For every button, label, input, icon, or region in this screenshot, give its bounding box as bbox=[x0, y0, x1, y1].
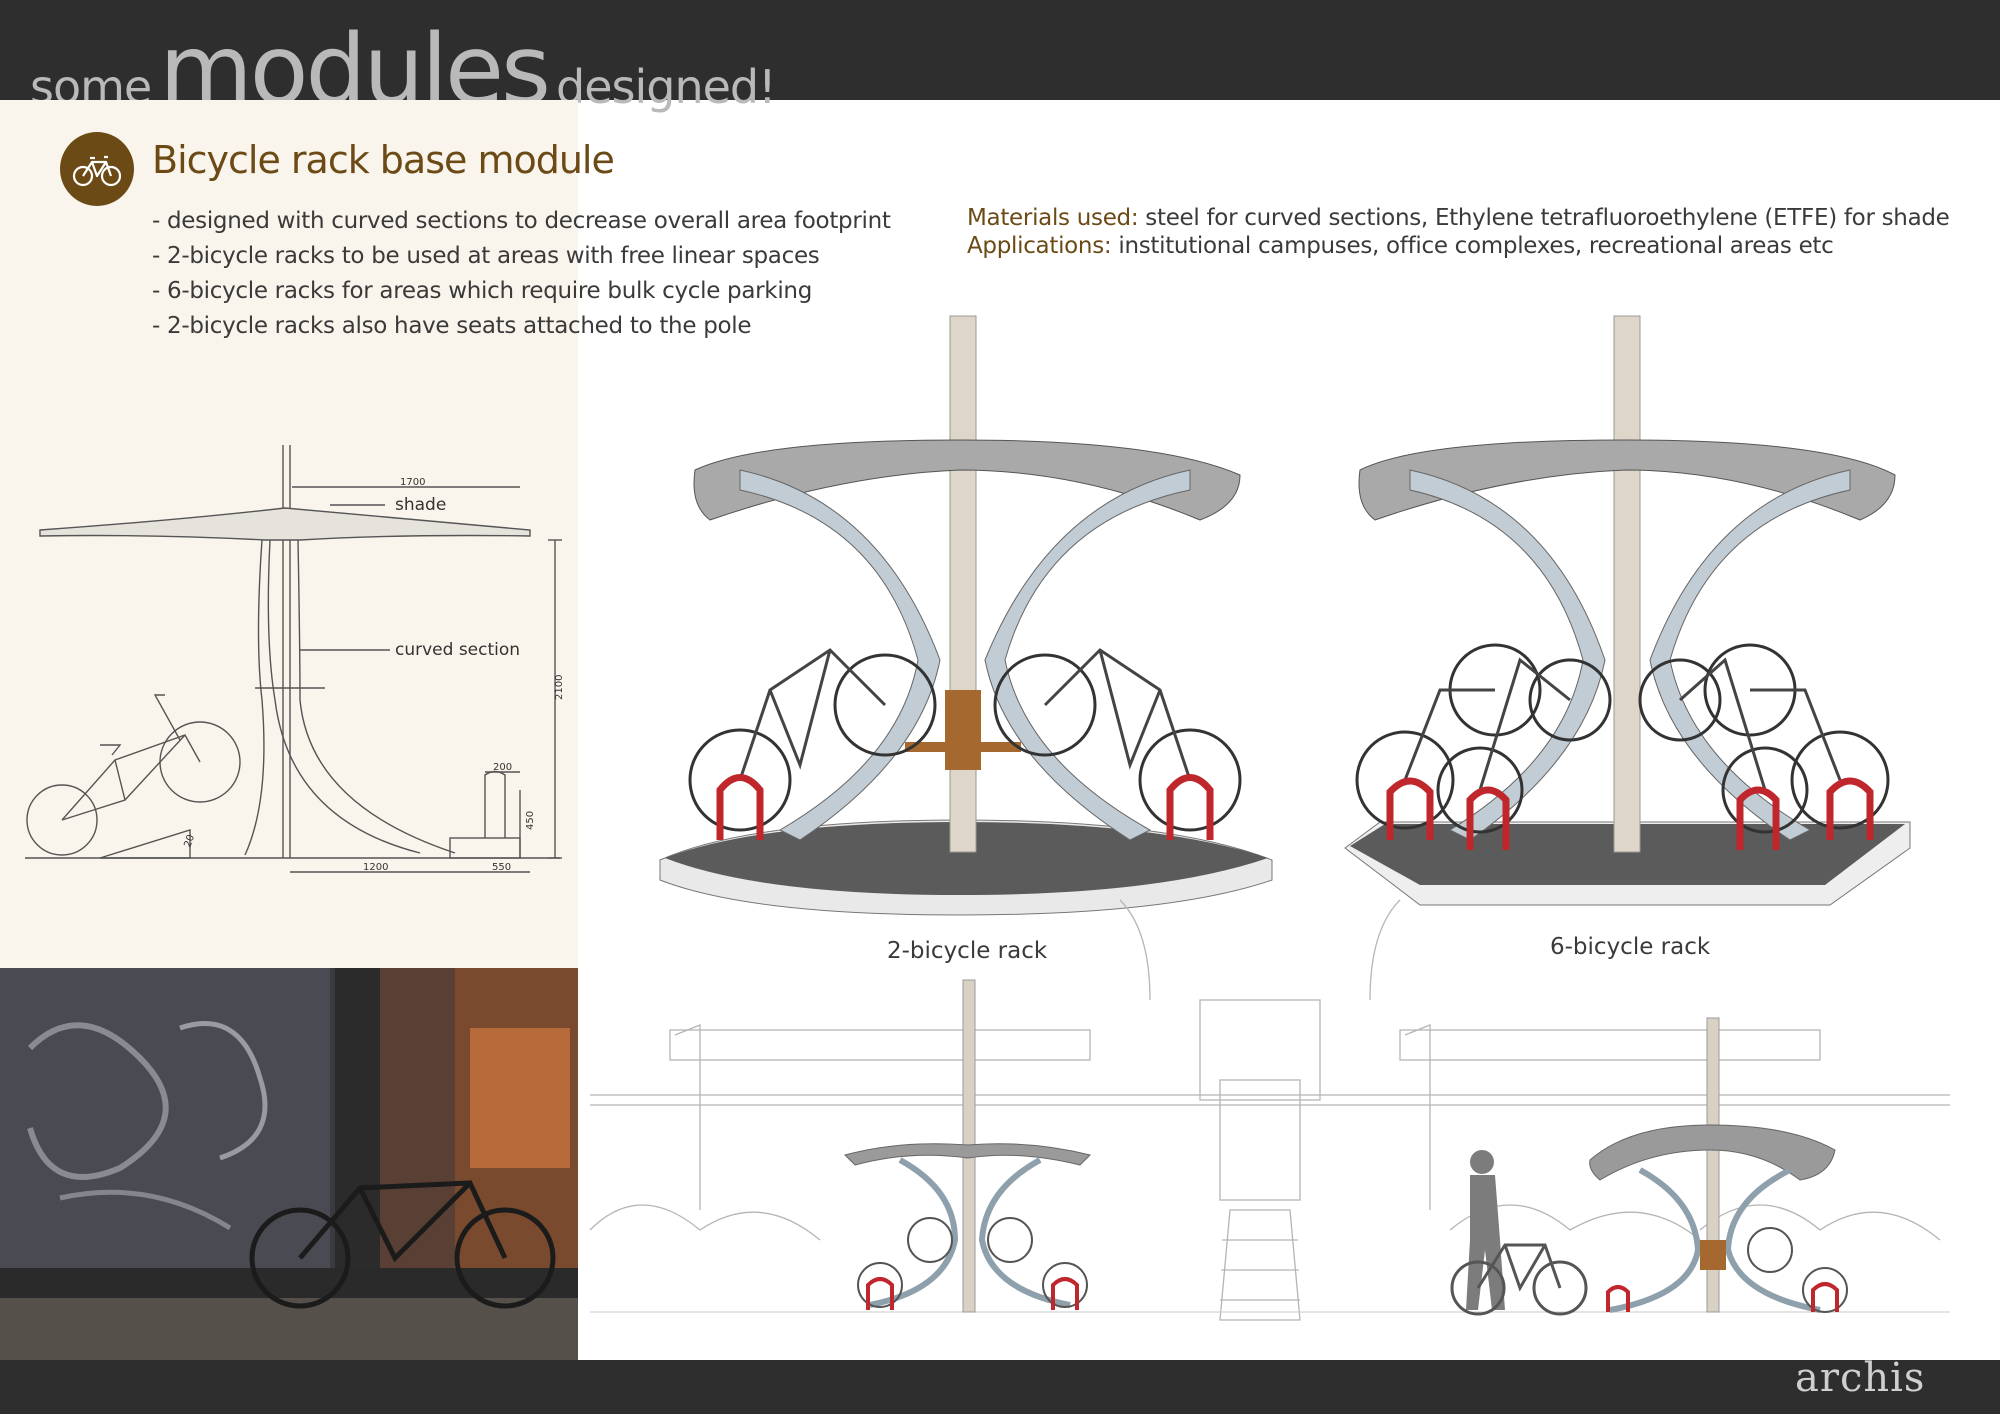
header-bar bbox=[0, 0, 2000, 100]
feature-item: - 2-bicycle racks to be used at areas wi… bbox=[152, 243, 820, 269]
dim-2100: 2100 bbox=[554, 675, 565, 700]
curved-section bbox=[267, 539, 421, 854]
shade-canopy bbox=[39, 507, 531, 541]
feature-list: - designed with curved sections to decre… bbox=[152, 204, 891, 344]
dim-200: 200 bbox=[493, 762, 512, 773]
applications-value: institutional campuses, office complexes… bbox=[1111, 233, 1834, 259]
feature-item: - 2-bicycle racks also have seats attach… bbox=[152, 313, 752, 339]
dim-550: 550 bbox=[492, 862, 511, 873]
dim-1700: 1700 bbox=[400, 477, 425, 488]
dim-20: 20 bbox=[182, 833, 197, 849]
six-rack-caption: 6-bicycle rack bbox=[1550, 934, 1711, 960]
street-photo bbox=[0, 968, 578, 1360]
two-rack-caption: 2-bicycle rack bbox=[887, 938, 1048, 964]
materials-value: steel for curved sections, Ethylene tetr… bbox=[1138, 205, 1950, 231]
bicycle-icon bbox=[72, 155, 122, 187]
feature-item: - designed with curved sections to decre… bbox=[152, 208, 891, 234]
footer-bar bbox=[0, 1360, 2000, 1414]
bicycle-badge bbox=[60, 132, 134, 206]
drawing-bicycle bbox=[26, 784, 98, 856]
materials-label: Materials used: bbox=[967, 205, 1139, 231]
shade-label: shade bbox=[395, 495, 446, 515]
materials-info: Materials used: steel for curved section… bbox=[967, 204, 1950, 260]
applications-label: Applications: bbox=[967, 233, 1112, 259]
heading-word-designed: designed! bbox=[556, 60, 777, 114]
technical-drawing: shade curved section 1700 2100 200 450 1… bbox=[25, 445, 565, 873]
feature-item: - 6-bicycle racks for areas which requir… bbox=[152, 278, 812, 304]
dim-450: 450 bbox=[525, 811, 536, 830]
dim-1200: 1200 bbox=[363, 862, 388, 873]
module-title: Bicycle rack base module bbox=[152, 138, 615, 182]
curved-section-label: curved section bbox=[395, 640, 520, 660]
archis-logo: archis bbox=[1795, 1355, 1926, 1401]
